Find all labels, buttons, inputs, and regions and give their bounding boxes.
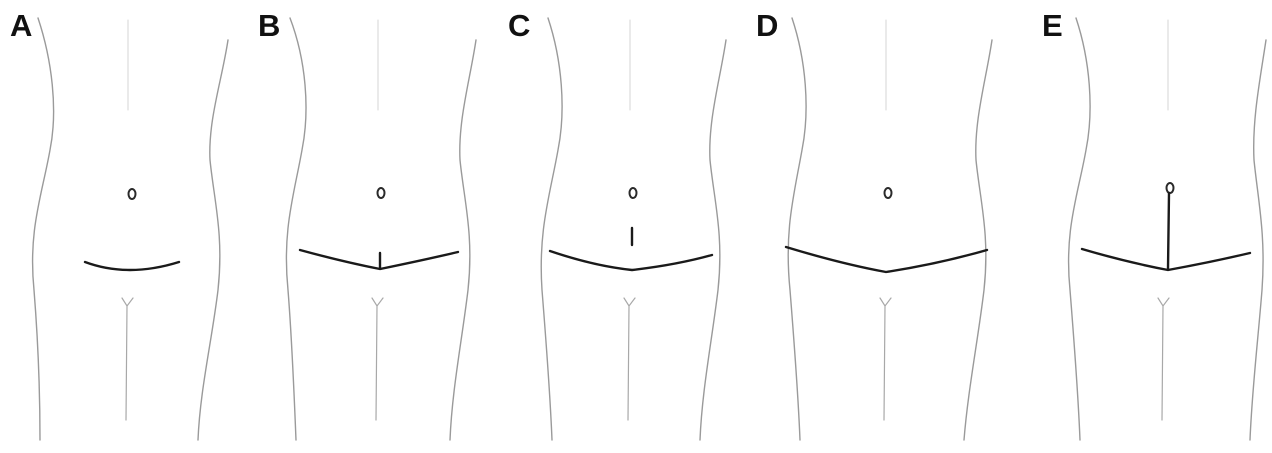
umbilicus (885, 188, 892, 198)
umbilicus (378, 188, 385, 198)
umbilicus (1167, 183, 1174, 193)
pubic-marker (1158, 298, 1169, 420)
pubic-marker (880, 298, 891, 420)
panel-e-torso (1016, 0, 1272, 453)
transverse-incision (1082, 249, 1250, 270)
left-body-outline (1069, 18, 1091, 440)
extended-transverse-incision (786, 247, 987, 272)
transverse-incision (550, 251, 712, 270)
left-body-outline (286, 18, 306, 440)
panel-d-torso (762, 0, 1016, 453)
pubic-marker (372, 298, 383, 420)
panel-a-torso (0, 0, 254, 453)
pubic-marker (122, 298, 133, 420)
right-body-outline (964, 40, 992, 440)
umbilicus (129, 189, 136, 199)
panel-b: B (254, 0, 508, 453)
panel-a: A (0, 0, 254, 453)
pubic-marker (624, 298, 635, 420)
umbilicus (630, 188, 637, 198)
vertical-incision-to-umbilicus (1168, 193, 1169, 269)
panel-c-torso (508, 0, 762, 453)
left-body-outline (33, 18, 54, 440)
right-body-outline (450, 40, 476, 440)
left-body-outline (541, 18, 562, 440)
panel-c: C (508, 0, 762, 453)
panel-b-torso (254, 0, 508, 453)
right-body-outline (198, 40, 228, 440)
right-body-outline (1250, 40, 1266, 440)
right-body-outline (700, 40, 726, 440)
panel-e: E (1016, 0, 1270, 453)
left-body-outline (788, 18, 806, 440)
transverse-incision (85, 262, 179, 270)
panel-d: D (762, 0, 1016, 453)
